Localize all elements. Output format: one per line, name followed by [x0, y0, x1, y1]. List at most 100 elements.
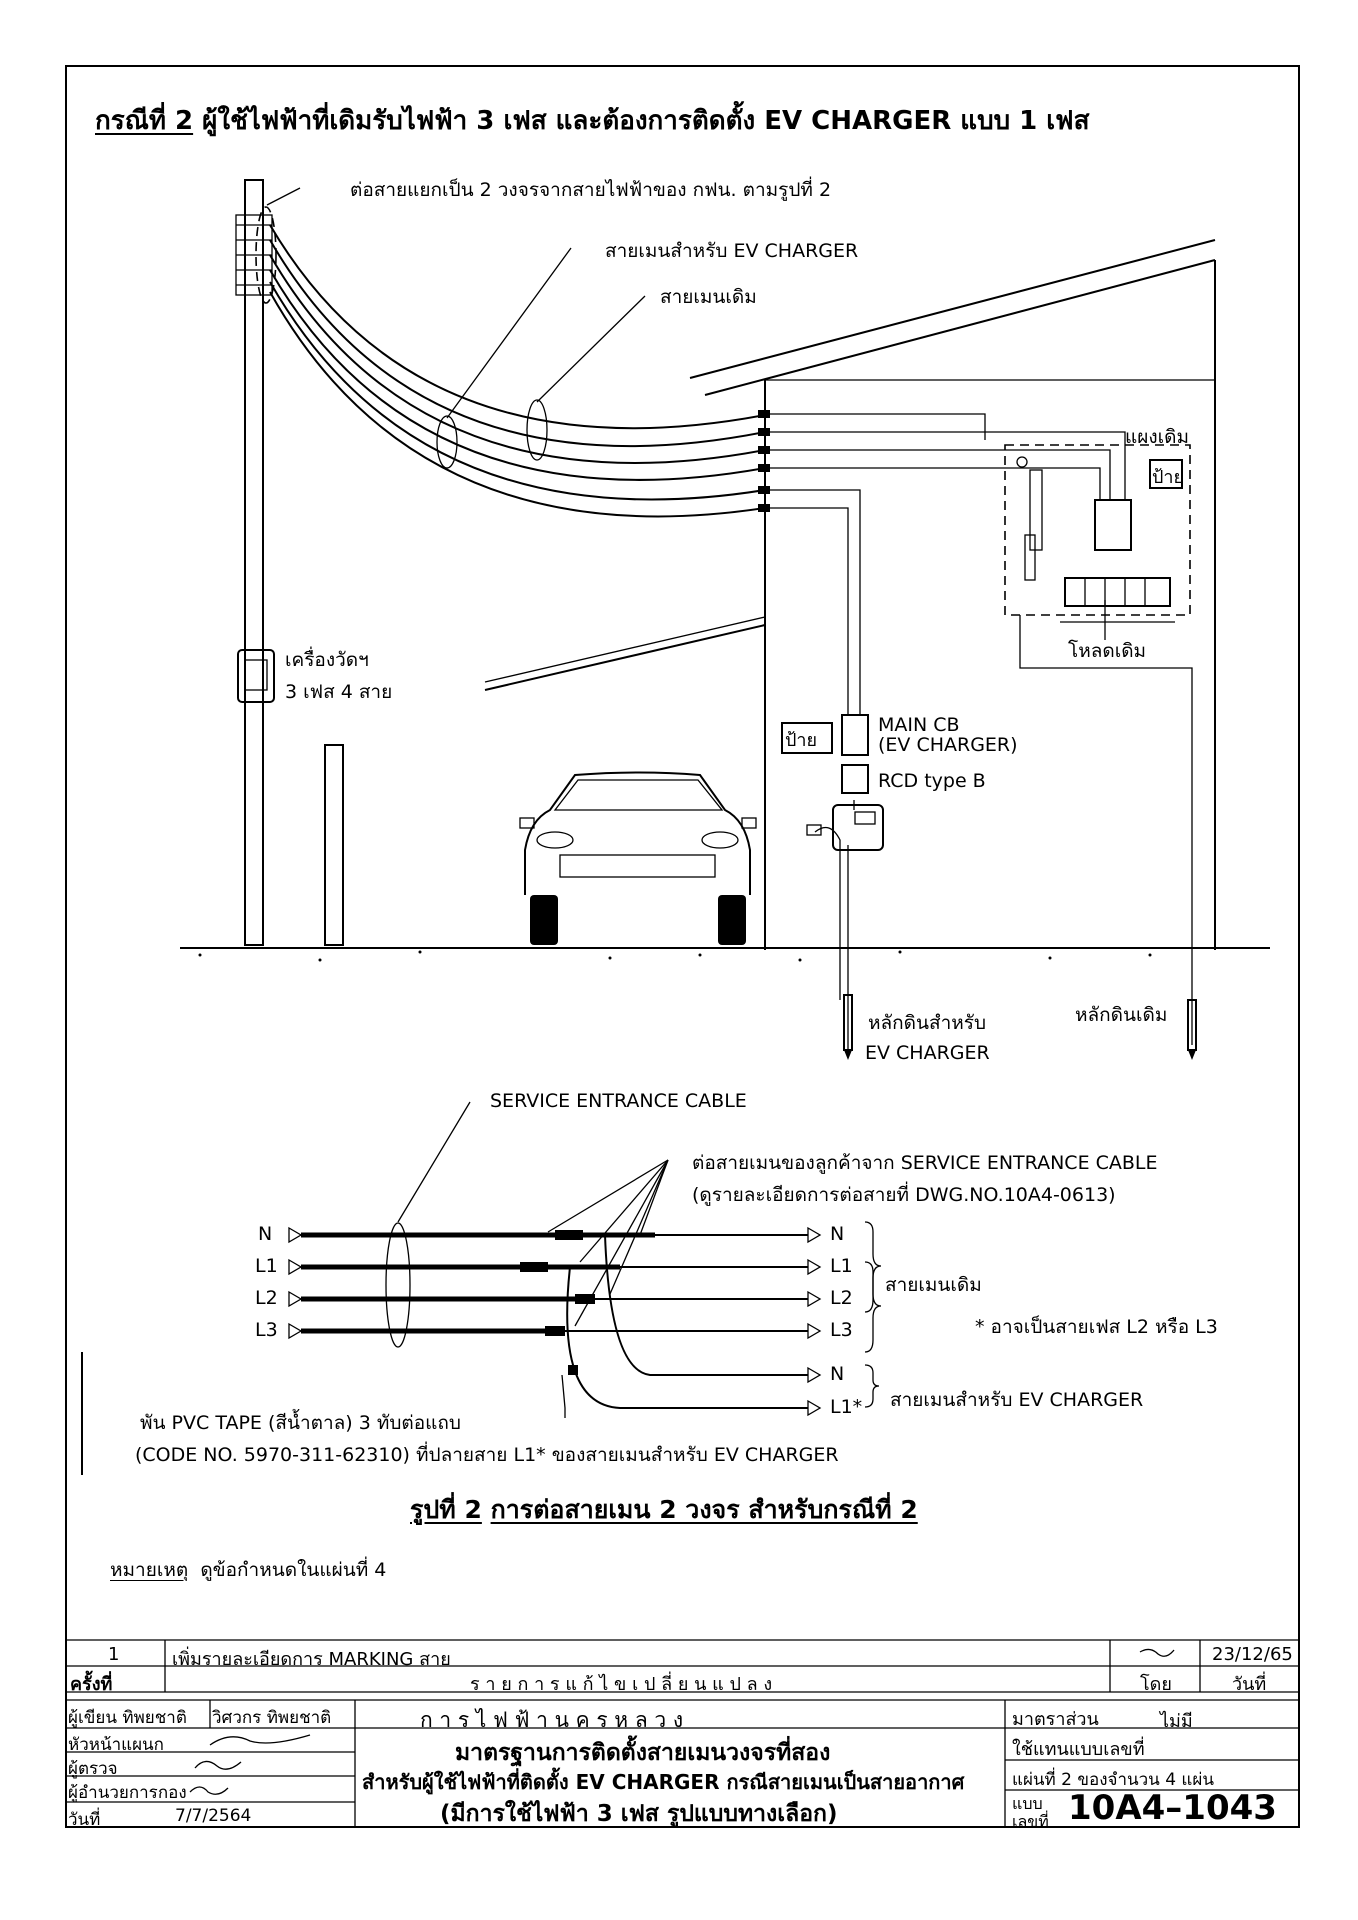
rev-no: 1: [108, 1644, 120, 1665]
remark-text: ดูข้อกำหนดในแผ่นที่ 4: [200, 1559, 387, 1581]
org-name: ก า ร ไ ฟ ฟ้ า น ค ร ห ล ว ง: [420, 1708, 684, 1732]
service-cable-label: SERVICE ENTRANCE CABLE: [490, 1090, 747, 1112]
revision-signature: [1139, 1648, 1175, 1657]
fig2-old-main-label: สายเมนเดิม: [885, 1274, 982, 1296]
rev-header-date: วันที่: [1232, 1674, 1267, 1695]
head-label: หัวหน้าแผนก: [68, 1735, 164, 1755]
service-drop-cables: [269, 224, 766, 518]
wire-ev-l1: [566, 1266, 808, 1409]
figure2-diagram: [81, 1101, 882, 1475]
right-label-n: N: [830, 1223, 845, 1245]
date-label: วันที่: [68, 1810, 101, 1830]
drawn-label: ผู้เขียน ทิพยชาติ: [68, 1708, 187, 1728]
neutral-bar: [1029, 469, 1043, 551]
figure2-caption-text: การต่อสายเมน 2 วงจร สำหรับกรณีที่ 2: [490, 1495, 918, 1524]
carport-roof: [484, 624, 766, 691]
old-ground-wire: [1019, 615, 1193, 1045]
scale-value: ไม่มี: [1160, 1711, 1193, 1732]
right-label-l2: L2: [830, 1287, 853, 1309]
meter-label-2: 3 เฟส 4 สาย: [285, 681, 393, 703]
tape-note-1: พัน PVC TAPE (สีน้ำตาล) 3 ทับต่อแถบ: [140, 1412, 461, 1434]
old-load-label: โหลดเดิม: [1068, 640, 1147, 662]
old-cable-mark: [526, 399, 548, 461]
left-label-l2: L2: [255, 1287, 278, 1309]
case-title-text: ผู้ใช้ไฟฟ้าที่เดิมรับไฟฟ้า 3 เฟส และต้อง…: [202, 106, 1090, 136]
dwg-label-2: เลขที่: [1012, 1812, 1049, 1831]
meter-label-1: เครื่องวัดฯ: [285, 649, 369, 671]
rcd-label: RCD type B: [878, 770, 986, 792]
ev-cable-mark: [436, 415, 458, 469]
connect-note-2: (ดูรายละเอียดการต่อสายที่ DWG.NO.10A4-06…: [692, 1184, 1116, 1206]
main-cb-label-2: (EV CHARGER): [878, 734, 1018, 756]
old-main-label: สายเมนเดิม: [660, 286, 757, 308]
figure2-caption-prefix: รูปที่ 2: [410, 1495, 482, 1524]
old-panel-label: แผงเดิม: [1125, 426, 1190, 448]
old-main-brace: [864, 1221, 882, 1313]
main-cb-label-1: MAIN CB: [878, 714, 960, 736]
case-title-prefix: กรณีที่ 2: [95, 106, 194, 136]
dwg-number: 10A4–1043: [1068, 1788, 1277, 1828]
drawing-title-1: มาตรฐานการติดตั้งสายเมนวงจรที่สอง: [455, 1740, 831, 1766]
head-signature: [209, 1734, 311, 1746]
figure2-caption: รูปที่ 2 การต่อสายเมน 2 วงจร สำหรับกรณีท…: [410, 1490, 918, 1530]
tape-note-2: (CODE NO. 5970-311-62310) ที่ปลายสาย L1*…: [135, 1444, 839, 1466]
rev-date: 23/12/65: [1212, 1644, 1293, 1665]
ground-ev-label-2: EV CHARGER: [865, 1042, 990, 1064]
rev-header-by: โดย: [1140, 1674, 1172, 1695]
old-main-breaker: [1094, 499, 1132, 551]
drawing-title-3: (มีการใช้ไฟฟ้า 3 เฟส รูปแบบทางเลือก): [440, 1801, 838, 1827]
ev-main-brace: [864, 1364, 880, 1408]
car-illustration: [519, 771, 757, 945]
utility-pole: [244, 179, 264, 946]
director-label: ผู้อำนวยการกอง: [68, 1783, 187, 1803]
left-label-l1: L1: [255, 1255, 278, 1277]
scale-label: มาตราส่วน: [1012, 1709, 1099, 1730]
engineer-label: วิศวกร ทิพยชาติ: [212, 1708, 332, 1728]
old-panel-sign-box: [1149, 459, 1183, 489]
ev-sign: ป้าย: [785, 730, 818, 751]
left-label-l3: L3: [255, 1319, 278, 1341]
charger-cable: [814, 826, 841, 1000]
meter-box: [237, 649, 275, 703]
rev-header-no: ครั้งที่: [70, 1674, 113, 1695]
service-cable-mark: [385, 1222, 411, 1348]
meter-face: [244, 659, 268, 691]
ground-old-label: หลักดินเดิม: [1075, 1004, 1168, 1026]
checker-label: ผู้ตรวจ: [68, 1759, 118, 1779]
wire-ev-n: [604, 1234, 808, 1376]
director-signature: [189, 1786, 229, 1795]
phase-note: * อาจเป็นสายเฟส L2 หรือ L3: [975, 1316, 1218, 1338]
drawing-frame: [65, 65, 1300, 1828]
dwg-label-1: แบบ: [1012, 1794, 1043, 1813]
roof-line: [704, 259, 1216, 396]
splice-note: ต่อสายแยกเป็น 2 วงจรจากสายไฟฟ้าของ กฟน. …: [350, 179, 832, 201]
right-label-l3: L3: [830, 1319, 853, 1341]
left-label-n: N: [258, 1223, 273, 1245]
fig2-ev-main-label: สายเมนสำหรับ EV CHARGER: [890, 1389, 1144, 1411]
old-panel: [1004, 444, 1191, 616]
rev-header-desc: ร า ย ก า ร แ ก้ ไ ข เ ป ลี่ ย น แ ป ล ง: [470, 1674, 773, 1695]
replaces-label: ใช้แทนแบบเลขที่: [1012, 1739, 1145, 1760]
remark: หมายเหตุ ดูข้อกำหนดในแผ่นที่ 4: [110, 1555, 386, 1585]
ev-main-label: สายเมนสำหรับ EV CHARGER: [605, 240, 859, 262]
remark-label: หมายเหตุ: [110, 1559, 189, 1581]
right-label-ev-n: N: [830, 1363, 845, 1385]
sheet-info: แผ่นที่ 2 ของจำนวน 4 แผ่น: [1012, 1770, 1214, 1790]
short-post: [324, 744, 344, 946]
right-label-l1: L1: [830, 1255, 853, 1277]
connect-note-1: ต่อสายเมนของลูกค้าจาก SERVICE ENTRANCE C…: [692, 1152, 1158, 1174]
rcd-type-b: [841, 764, 869, 794]
rev-desc: เพิ่มรายละเอียดการ MARKING สาย: [172, 1649, 451, 1670]
drawing-title-2: สำหรับผู้ใช้ไฟฟ้าที่ติดตั้ง EV CHARGER ก…: [362, 1770, 965, 1794]
charger-plug: [806, 824, 822, 836]
ev-main-cb: [841, 714, 869, 756]
old-panel-sign: ป้าย: [1152, 467, 1185, 488]
ground-ev-label-1: หลักดินสำหรับ: [868, 1012, 987, 1034]
ev-sign-box: [781, 722, 833, 754]
splice-mark: [255, 206, 277, 304]
right-label-ev-l1: L1*: [830, 1396, 863, 1418]
case-title: กรณีที่ 2 ผู้ใช้ไฟฟ้าที่เดิมรับไฟฟ้า 3 เ…: [95, 100, 1089, 141]
ground-symbol-icon: [1016, 456, 1028, 468]
